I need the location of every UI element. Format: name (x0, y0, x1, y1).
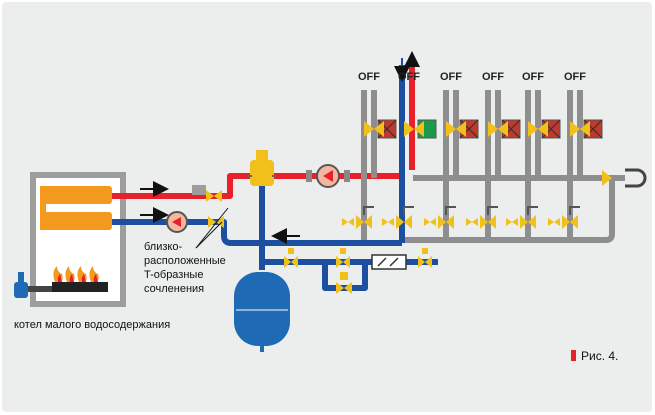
zone-3-stop-handle (445, 206, 456, 215)
zone-4-stop-handle (487, 206, 498, 215)
tee-leader-1 (195, 221, 223, 249)
zone-2-valve-icon (404, 121, 424, 137)
zone-3-actuator-cross (459, 119, 479, 139)
zone-6-stop-handle (569, 206, 580, 215)
zone-5-stop-handle (527, 206, 538, 215)
heat-exchanger-upper (42, 186, 112, 204)
system-pump-icon (306, 164, 350, 188)
zone-2-check-valve-icon (382, 218, 394, 226)
expansion-tank (234, 272, 290, 352)
fill-valve-3-icon (418, 248, 432, 268)
zone-5-check-valve-icon (506, 218, 518, 226)
zones: OFF OFF OFF OFF OFF OFF (342, 71, 603, 229)
zone-1-label: OFF (358, 71, 380, 83)
zone-5-stop-valve-icon (520, 215, 536, 229)
zone-6-label: OFF (564, 71, 586, 83)
tee-annotation-line-2: расположенные (144, 255, 226, 267)
figure-marker (571, 350, 576, 361)
zone-3-stop-valve-icon (438, 215, 454, 229)
zone-1-actuator-cross (377, 119, 397, 139)
zone-6-stop-valve-icon (562, 215, 578, 229)
zone-5-actuator-cross (541, 119, 561, 139)
zone-4-label: OFF (482, 71, 504, 83)
zone-3-label: OFF (440, 71, 462, 83)
zone-2: OFF (382, 71, 437, 229)
fill-valve-1-icon (284, 248, 298, 268)
end-loop-icon (625, 168, 647, 188)
zone-5-label: OFF (522, 71, 544, 83)
burner-flames-icon (53, 266, 99, 282)
sensor-icon (192, 185, 206, 195)
zone-5: OFF (506, 71, 561, 229)
zone-4-check-valve-icon (466, 218, 478, 226)
zone-1-valve-icon (364, 121, 384, 137)
heat-exchanger-lower (42, 212, 112, 230)
zone-6-valve-icon (570, 121, 590, 137)
tee-leader-2 (195, 207, 229, 249)
check-valve-icon (208, 216, 224, 228)
zone-1-stop-valve-icon (356, 215, 372, 229)
zone-1: OFF (342, 71, 397, 229)
zone-6-actuator-cross (583, 119, 603, 139)
tee-annotation-line-4: сочленения (144, 283, 204, 295)
end-valve-icon (602, 170, 612, 186)
zone-2-stop-valve-icon (396, 215, 412, 229)
burner-bar (52, 282, 108, 292)
zone-5-valve-icon (528, 121, 548, 137)
zone-1-check-valve-icon (342, 218, 354, 226)
zone-4-valve-icon (488, 121, 508, 137)
boiler (14, 172, 126, 307)
zone-1-stop-handle (363, 206, 374, 215)
boiler-caption: котел малого водосодержания (14, 319, 170, 331)
zone-2-label: OFF (398, 71, 420, 83)
figure-label: Рис. 4. (581, 349, 618, 363)
zone-3: OFF (424, 71, 479, 229)
tee-annotation-line-3: T-образные (144, 269, 203, 281)
tee-annotation-line-1: близко- (144, 241, 182, 253)
boiler-pump-icon (166, 211, 188, 233)
zone-6: OFF (548, 71, 603, 229)
tee-annotation: близко- расположенные T-образные сочлене… (144, 241, 229, 295)
backflow-preventer-icon (371, 254, 407, 270)
zone-6-check-valve-icon (548, 218, 560, 226)
zone-3-check-valve-icon (424, 218, 436, 226)
boiler-valve-icon (206, 190, 222, 202)
bypass-valve-icon (336, 272, 352, 294)
gas-valve-icon (14, 282, 28, 298)
air-separator-icon (248, 150, 276, 186)
zone-4-stop-valve-icon (480, 215, 496, 229)
fill-valve-2-icon (336, 248, 350, 268)
zone-2-stop-handle (403, 206, 414, 215)
zone-3-valve-icon (446, 121, 466, 137)
zone-4: OFF (466, 71, 521, 229)
zone-4-actuator-cross (501, 119, 521, 139)
